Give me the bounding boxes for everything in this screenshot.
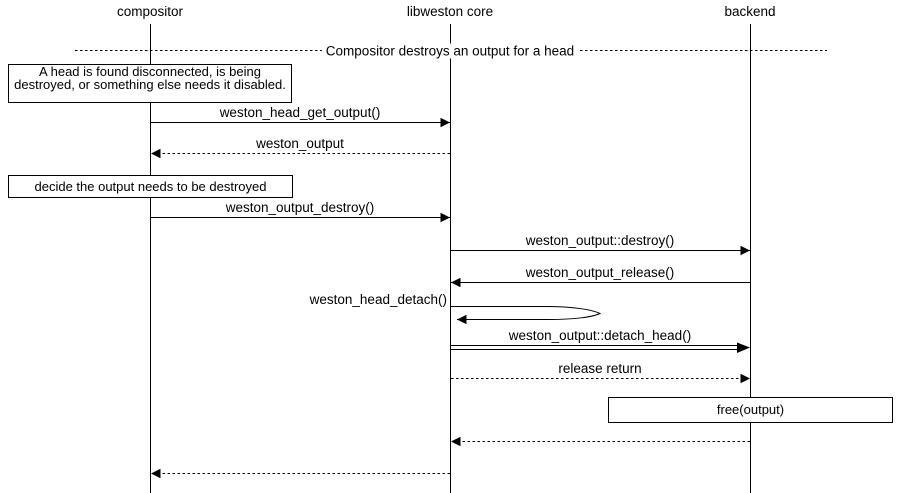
actor-backend: backend bbox=[724, 4, 776, 19]
note-decide-destroy: decide the output needs to be destroyed bbox=[8, 175, 293, 198]
actor-libweston-core: libweston core bbox=[406, 4, 494, 19]
note-head-disconnected: A head is found disconnected, is being d… bbox=[8, 64, 292, 103]
message-label-weston-output-detach-head: weston_output::detach_head() bbox=[508, 328, 692, 343]
message-label-weston-output-release: weston_output_release() bbox=[525, 265, 675, 280]
arrow-weston-output-detach-head-arrowhead bbox=[737, 342, 750, 353]
message-label-weston-output: weston_output bbox=[256, 136, 344, 151]
message-label-weston-head-detach: weston_head_detach() bbox=[309, 292, 447, 307]
actor-compositor: compositor bbox=[116, 4, 184, 19]
message-label-release-return: release return bbox=[558, 361, 642, 376]
message-label-weston-output-destroy-vfunc: weston_output::destroy() bbox=[525, 233, 675, 248]
diagram-title: Compositor destroys an output for a head bbox=[321, 43, 579, 59]
note-free-output: free(output) bbox=[608, 397, 893, 423]
message-label-weston-head-get-output: weston_head_get_output() bbox=[219, 105, 381, 120]
arrow-weston-head-detach-self bbox=[451, 306, 602, 325]
message-label-weston-output-destroy: weston_output_destroy() bbox=[225, 200, 375, 215]
